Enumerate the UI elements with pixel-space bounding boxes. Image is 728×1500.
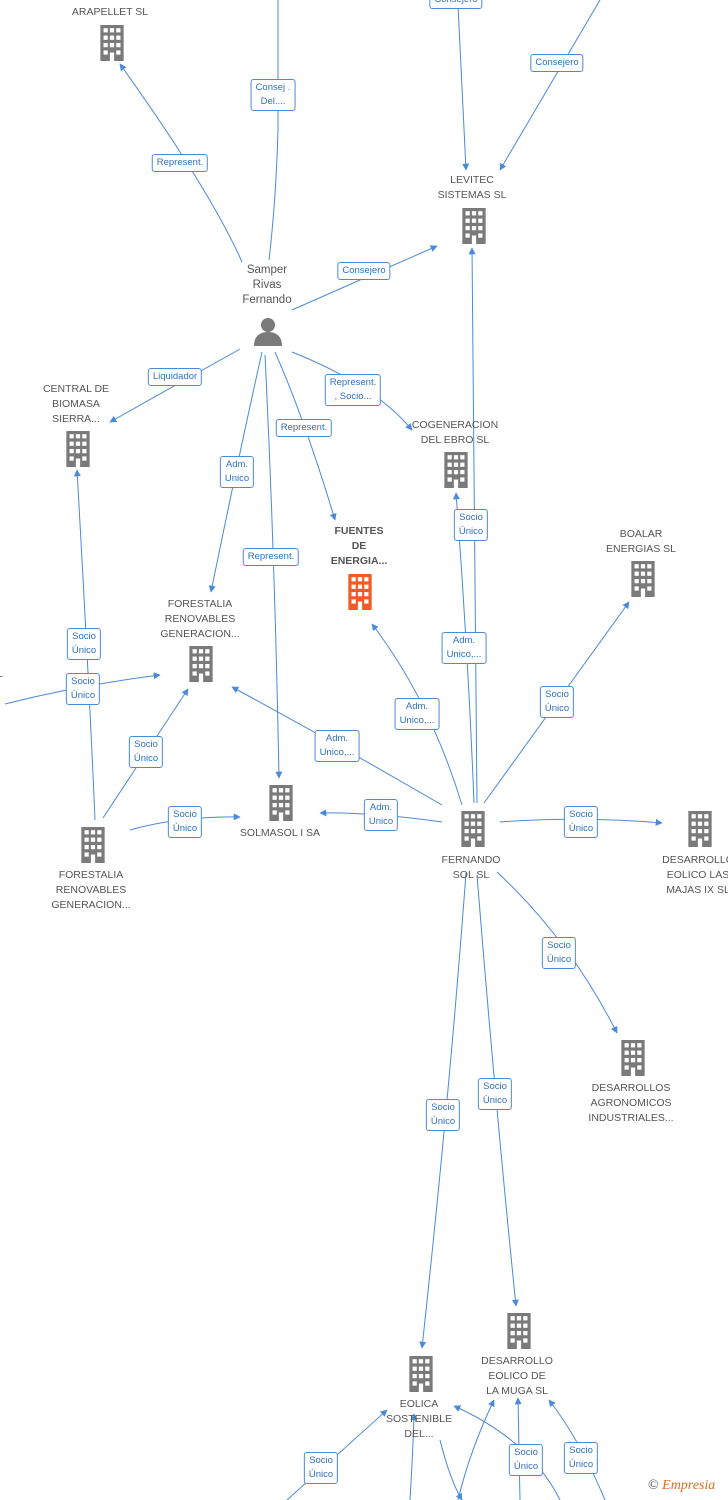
edge-line [457, 4, 470, 171]
footer-brand[interactable]: © Empresia [648, 1478, 715, 1494]
edge-label[interactable]: Consej . Del.... [250, 79, 296, 111]
focus-building-icon[interactable] [348, 574, 372, 610]
edge-label[interactable]: Socio Único [66, 628, 102, 660]
building-icon[interactable] [621, 1040, 645, 1076]
node-label-levitec[interactable]: LEVITEC SISTEMAS SL [437, 174, 507, 201]
node-label-fernando-sol[interactable]: FERNANDO SOL SL [441, 854, 501, 881]
building-icon[interactable] [189, 646, 213, 682]
node-label-left-partial[interactable]: L [0, 667, 7, 682]
building-icon[interactable] [100, 25, 124, 61]
building-icon[interactable] [461, 811, 485, 847]
edge-label[interactable]: Socio Único [128, 736, 164, 768]
edge-label[interactable]: Socio Único [453, 509, 489, 541]
edge-label[interactable]: Socio Único [477, 1078, 513, 1110]
edge-label[interactable]: Socio Único [541, 937, 577, 969]
edge-label[interactable]: Adm. Unico [219, 456, 255, 488]
edge-label[interactable]: Socio Único [508, 1444, 544, 1476]
node-label-desarrollo-majas[interactable]: DESARROLLO EOLICO LAS MAJAS IX SL [662, 854, 728, 896]
node-label-desarrollo-muga[interactable]: DESARROLLO EOLICO DE LA MUGA SL [481, 1355, 553, 1397]
edge-label[interactable]: Adm. Unico [363, 799, 399, 831]
edge-label[interactable]: Adm. Unico,... [394, 698, 440, 730]
node-label-arapellet[interactable]: ARAPELLET SL [71, 6, 149, 18]
copyright-symbol: © [648, 1478, 659, 1493]
person-icon[interactable] [254, 318, 282, 346]
edge-label[interactable]: Represent. , Socio... [324, 374, 382, 406]
edge-label[interactable]: Socio Único [167, 806, 203, 838]
node-label-central[interactable]: CENTRAL DE BIOMASA SIERRA... [42, 383, 110, 425]
node-label-samper[interactable]: Samper Rivas Fernando [242, 264, 292, 306]
building-icon[interactable] [269, 785, 293, 821]
edge-label[interactable]: Socio Único [563, 1442, 599, 1474]
edge-label[interactable]: Socio Único [303, 1452, 339, 1484]
building-icon[interactable] [688, 811, 712, 847]
edge-label[interactable]: Represent. [151, 154, 209, 172]
node-label-cogeneracion[interactable]: COGENERACION DEL EBRO SL [411, 419, 499, 446]
edge-label[interactable]: Socio Único [539, 686, 575, 718]
edge-label[interactable]: Consejero [337, 262, 391, 280]
building-icon[interactable] [631, 561, 655, 597]
edge-label[interactable]: Represent. [242, 548, 300, 566]
edge-label[interactable]: Liquidador [147, 368, 203, 386]
brand-name: Empresia [662, 1478, 716, 1493]
edge-line-extra [409, 1413, 418, 1500]
node-label-solmasol[interactable]: SOLMASOL I SA [239, 827, 321, 839]
edge-label[interactable]: Adm. Unico,... [314, 730, 360, 762]
node-label-fuentes[interactable]: FUENTES DE ENERGIA... [330, 525, 388, 567]
edge-label[interactable]: Consejero [429, 0, 483, 9]
edge-line [499, 0, 601, 171]
edge-label[interactable]: Socio Único [563, 806, 599, 838]
building-icon[interactable] [409, 1356, 433, 1392]
node-label-forestalia-top[interactable]: FORESTALIA RENOVABLES GENERACION... [160, 598, 240, 640]
edge-label[interactable]: Consejero [530, 54, 584, 72]
edge-label[interactable]: Socio Único [65, 673, 101, 705]
edge-label[interactable]: Socio Único [425, 1099, 461, 1131]
icons-layer [66, 25, 712, 1392]
node-label-boalar[interactable]: BOALAR ENERGIAS SL [605, 528, 677, 555]
edge-line [73, 469, 96, 821]
node-label-desarrollos-agro[interactable]: DESARROLLOS AGRONOMICOS INDUSTRIALES... [588, 1082, 674, 1124]
building-icon[interactable] [507, 1313, 531, 1349]
building-icon[interactable] [81, 827, 105, 863]
building-icon[interactable] [444, 452, 468, 488]
edge-label[interactable]: Adm. Unico,... [441, 632, 487, 664]
edge-line [268, 0, 279, 261]
building-icon[interactable] [66, 431, 90, 467]
edge-line [457, 1399, 495, 1500]
edge-line [119, 63, 243, 263]
edge-line-extra [439, 1439, 463, 1500]
node-label-forestalia-bottom[interactable]: FORESTALIA RENOVABLES GENERACION... [51, 869, 131, 911]
edge-label[interactable]: Represent. [275, 419, 333, 437]
edge-line [453, 1405, 561, 1500]
building-icon[interactable] [462, 208, 486, 244]
node-label-eolica[interactable]: EOLICA SOSTENIBLE DEL... [386, 1398, 452, 1440]
